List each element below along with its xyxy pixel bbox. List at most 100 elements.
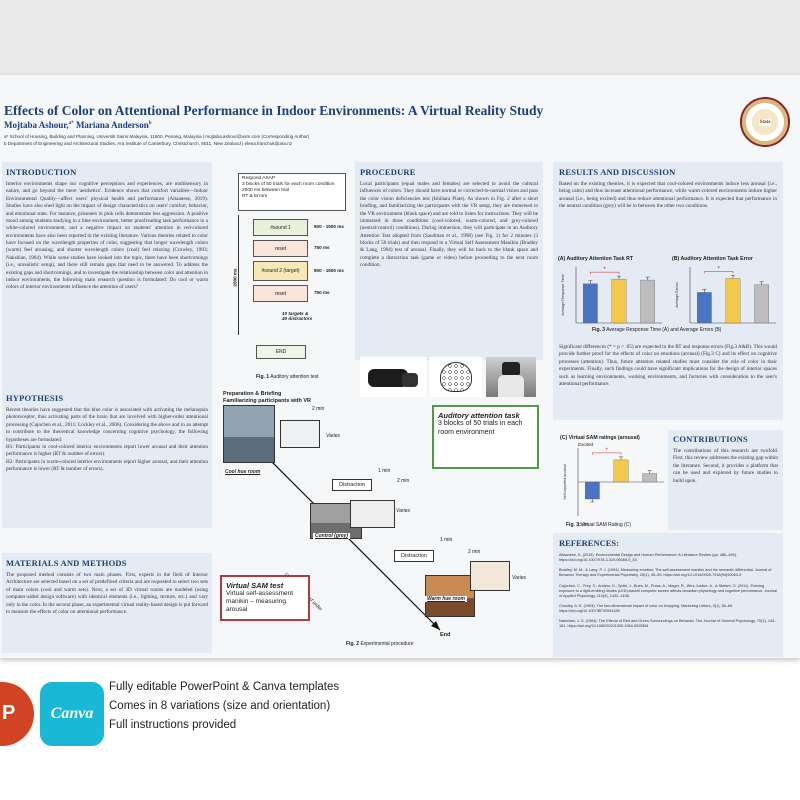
figure-3-caption-text: Average Response Time (A) and Average Er… [606,327,722,333]
figure-3c-caption-text: Virtual SAM Rating (C) [580,522,631,528]
figure-2-caption-text: Experimental procedure [360,641,414,647]
chart-y-axis-label: Average Response Time [561,274,565,316]
canva-logo: Canva [40,682,104,746]
fig2-varies-2: Varies [396,508,410,514]
figure-3-caption-label: Fig. 3 [592,327,606,333]
chart-significance-marker: * [603,267,606,273]
procedure-heading: PROCEDURE [360,167,416,177]
poster: Effects of Color on Attentional Performa… [0,75,800,658]
introduction-body: Interior environments shape our cognitiv… [6,181,208,291]
warm-room-task-image [470,561,510,591]
figure-1-caption: Fig. 1 Auditory attention test [256,374,319,380]
reference-item: Altaanese, K. (2019). Environmental Desi… [559,553,737,563]
fig2-time-4: 1 min [440,537,453,543]
grey-room-label: Control (grey) [313,533,351,539]
fig2-varies-1: Varies [326,433,340,439]
sam-test-body: Virtual self-assessment manikin – measur… [226,590,294,614]
affiliation-b: b Department of Engineering and Architec… [4,141,293,146]
hypothesis-h1: H1: Participants in cool-colored interio… [6,443,208,458]
flow-step-2: reset [253,240,308,257]
fig2-time-3: 2 min [397,478,410,484]
figure-1-caption-text: Auditory attention test [270,374,319,380]
chart-bar-warm [611,278,627,324]
chart-bar-warm [725,278,741,324]
references-heading: REFERENCES: [559,538,619,548]
methods-heading: MATERIALS AND METHODS [6,558,127,568]
poster-title: Effects of Color on Attentional Performa… [4,103,544,118]
methods-section: MATERIALS AND METHODS The proposed metho… [2,553,212,653]
hypothesis-section: HYPOTHESIS Recent theories have suggeste… [2,388,212,528]
figure-1-caption-label: Fig. 1 [256,374,270,380]
fig2-time-2: 1 min [378,468,391,474]
chart-significance-marker: * [605,448,608,454]
figure-3c-caption-label: Fig. 3 [566,522,580,528]
participant-image [486,357,536,397]
chart-bar-grey [640,279,655,324]
hypothesis-heading: HYPOTHESIS [6,393,64,403]
chart-subtitle: Excited [578,442,594,447]
references-section: REFERENCES: Altaanese, K. (2019). Enviro… [553,533,783,657]
flow-step-3: #sound 2 (target) [253,261,308,281]
flow-time-2: 750 ms [314,245,330,250]
logo-text: State [758,118,772,126]
chart-bar-grey [754,284,769,324]
chart-significance-bracket [590,271,620,275]
contributions-section: CONTRIBUTIONS The contributions of this … [668,430,783,530]
procedure-body: Local participants (equal males and fema… [360,181,538,269]
cool-room-task-image [280,420,320,448]
vr-headset-image [360,357,426,397]
fig2-distraction-2: Distraction [394,550,434,562]
fig2-distraction-1: Distraction [332,479,372,491]
chart-significance-marker: * [717,266,720,272]
chart-title: (B) Auditory Attention Task Error [672,256,753,262]
author-1-sup: a* [68,121,74,126]
results-heading: RESULTS AND DISCUSSION [559,167,676,177]
chart-title: (A) Auditory Attention Task RT [558,256,634,262]
top-background [0,0,800,75]
flow-time-1: 800 - 1500 ms [314,224,344,229]
chart-bar-cool [697,292,712,324]
chart-y-axis-label: Self-reported arousal [563,464,567,500]
chart-bar-grey [642,473,657,483]
introduction-heading: INTRODUCTION [6,167,77,177]
contributions-body: The contributions of this research are t… [673,448,778,484]
author-2: Mariana Anderson [75,120,149,130]
chart-bar-warm [613,459,629,483]
sam-test-callout: Virtual SAM test Virtual self-assessment… [220,575,310,621]
auditory-task-title: Auditory attention task [438,411,520,420]
flow-axis-line [238,215,239,335]
results-body-2: Significant differences (* = p < .05) ar… [559,344,777,387]
figure-2-caption: Fig. 2 Experimental procedure [346,641,414,647]
flow-instructions-box: Respond ASAP 3 blocks of 50 trials for e… [238,173,346,211]
flow-step-1: #sound 1 [253,219,308,236]
sam-test-title: Virtual SAM test [226,581,284,590]
fig2-time-5: 2 min [468,549,481,555]
flow-end-box: END [256,345,306,359]
poster-authors: Mojtaba Ashour,a* Mariana Andersonb [4,120,151,130]
figure-2-caption-label: Fig. 2 [346,641,360,647]
footer-line-1: Fully editable PowerPoint & Canva templa… [109,681,340,693]
fig2-prep-title: Preparation & Briefing [223,391,282,397]
author-1: Mojtaba Ashour, [4,120,69,130]
reference-item: Crowley, A. E. (1993). The two-dimension… [559,603,734,613]
flow-time-4: 750 ms [314,290,330,295]
procedure-section: PROCEDURE Local participants (equal male… [355,162,543,360]
university-logo: State [740,97,790,147]
footer-line-3: Full instructions provided [109,719,237,731]
contributions-heading: CONTRIBUTIONS [673,434,748,444]
reference-item: Bradley, M. M., & Lang, P. J. (1994). Me… [559,568,772,578]
chart-bottom-label: Calm [578,522,589,527]
hypothesis-body: Recent theories have suggested that the … [6,407,208,443]
fig2-end-label: End [440,632,451,638]
fig2-time-1: 2 min [312,406,325,412]
warm-room-label: Warm hue room [425,596,467,602]
eeg-cap-image [430,357,482,397]
reference-item: Cajochen, C., Frey, S., Anders, D., Spät… [559,583,777,598]
chart-b: (B) Auditory Attention Task ErrorAverage… [672,256,776,324]
grey-room-task-image [350,500,395,528]
footer-line-2: Comes in 8 variations (size and orientat… [109,700,331,712]
methods-body: The proposed method consists of two main… [6,572,208,615]
figure-3c-caption: Fig. 3 Virtual SAM Rating (C) [566,522,631,528]
reference-item: Nakshian, J. S. (1964). The Effects of R… [559,619,777,629]
flow-time-3: 800 - 1500 ms [314,268,344,273]
